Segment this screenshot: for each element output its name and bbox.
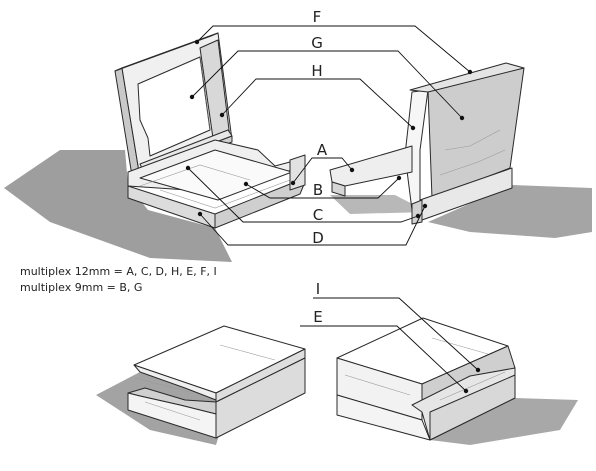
leader-g: [191, 50, 463, 119]
right-cabinet: [329, 62, 525, 225]
left-base: [127, 139, 306, 229]
label-d: D: [312, 229, 324, 247]
leader-e: [300, 325, 467, 392]
material-note-12mm: multiplex 12mm = A, C, D, H, E, F, I: [20, 265, 217, 278]
assembled-box-left: [96, 325, 306, 445]
label-a: A: [317, 141, 328, 159]
leader-f: [196, 25, 471, 73]
box-right-shadow: [430, 398, 578, 445]
label-i: I: [316, 280, 320, 298]
label-f: F: [313, 8, 322, 26]
assembled-box-right: I E: [300, 280, 578, 445]
right-shadow: [428, 185, 592, 238]
label-b: B: [313, 181, 323, 199]
label-g: G: [311, 34, 323, 52]
leader-a: [292, 157, 353, 184]
leader-c: [187, 167, 419, 223]
label-c: C: [313, 206, 323, 224]
panel-f-left: [114, 32, 233, 183]
leader-h: [221, 78, 414, 129]
tray-shadow-right: [330, 195, 428, 214]
leader-b: [245, 177, 400, 199]
material-note-9mm: multiplex 9mm = B, G: [20, 281, 143, 294]
leader-d: [199, 205, 426, 246]
leader-i: [313, 297, 479, 371]
left-shadow: [4, 150, 232, 262]
label-e: E: [313, 308, 322, 326]
label-h: H: [311, 62, 322, 80]
leaders-top: [185, 25, 473, 246]
exploded-view: F G H A B C D: [4, 8, 592, 262]
